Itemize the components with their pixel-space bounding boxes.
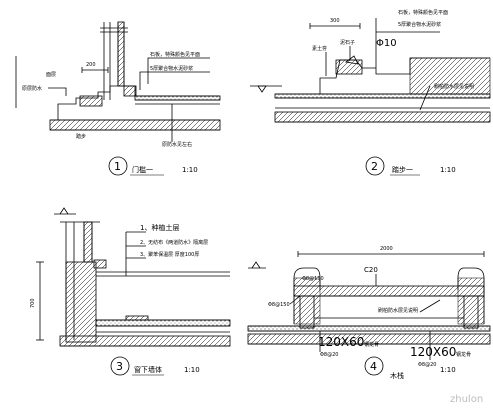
p4-beam1: 120X60: [318, 335, 364, 349]
p2-label-a2: 泥石子: [340, 39, 355, 46]
watermark: zhulon: [450, 394, 483, 405]
p4-number-circle: [364, 356, 384, 376]
p2-title: 踏步一: [392, 165, 413, 174]
p4-beam1-sub: 钢龙骨: [364, 341, 379, 348]
p2-label-dia: Φ10: [376, 38, 397, 49]
p1-label-a2: 踏步: [76, 133, 86, 140]
p4-dim-label: 2000: [380, 246, 393, 252]
p1-label-a1: 原层防水: [22, 85, 42, 92]
p3-dim-label: 700: [30, 298, 36, 308]
p1-number: 1: [114, 160, 121, 173]
p2-label-top1: 石板，特殊颜色见平面: [398, 9, 448, 16]
p2-number: 2: [371, 160, 378, 173]
p1-dim-label: 200: [86, 62, 96, 68]
p3-note-2: 2、无纺布《两道防水》隔离层: [140, 239, 208, 246]
p1-scale: 1:10: [182, 166, 198, 174]
p4-d2: Φ8@20: [418, 362, 436, 368]
p4-label-c20: C20: [364, 266, 378, 274]
p4-label-r1: Φ8@150: [302, 276, 324, 282]
p3-title: 窗下墙体: [134, 365, 162, 374]
detail-3-planter: [36, 207, 231, 347]
p1-number-circle: [108, 156, 128, 176]
p3-number-circle: [110, 356, 130, 376]
p2-dim-label: 300: [330, 18, 340, 24]
p3-number: 3: [116, 360, 123, 373]
detail-1-threshold: [15, 21, 221, 142]
p1-label-side: 面层: [46, 72, 56, 78]
p4-d1: Φ8@20: [320, 352, 338, 358]
p4-label-r2: Φ8@150: [268, 302, 290, 308]
detail-4-deck: [247, 251, 491, 360]
p1-title: 门槛一: [132, 165, 153, 174]
p3-note-1: 1、种植土层: [140, 223, 179, 232]
p4-scale: 1:10: [440, 366, 456, 374]
p2-label-top2: 5厚聚合物水泥砂浆: [398, 21, 441, 28]
p4-number: 4: [370, 360, 377, 373]
p2-number-circle: [365, 156, 385, 176]
p3-scale: 1:10: [184, 366, 200, 374]
p4-label-a3: 刷柏防水层见说明: [378, 307, 418, 314]
p1-label-top2: 5厚聚合物水泥砂浆: [150, 65, 193, 72]
p3-note-3: 3、聚苯保温层 厚度100厚: [140, 251, 199, 258]
p4-beam2-sub: 钢龙骨: [456, 351, 471, 358]
p1-label-top1: 石板，特殊颜色见平面: [150, 51, 200, 58]
p1-label-a3: 原防水见左右: [162, 141, 192, 148]
p2-scale: 1:10: [440, 166, 456, 174]
p2-label-a1: 素土夯: [312, 45, 327, 52]
p2-label-a3: 刷柏防水层见说明: [434, 83, 474, 90]
p4-title: 木栈: [390, 371, 404, 380]
detail-2-step: [250, 18, 491, 123]
p4-beam2: 120X60: [410, 345, 456, 359]
